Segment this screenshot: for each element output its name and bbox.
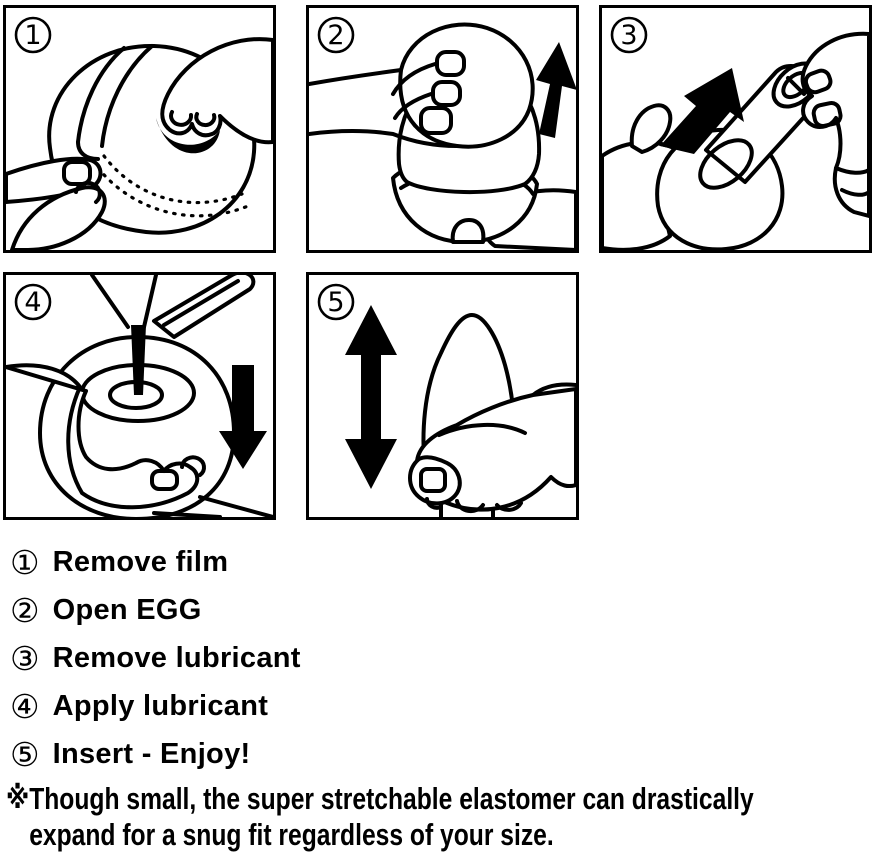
remove-film-illustration: 1: [6, 16, 273, 250]
gripping-fist: [309, 22, 535, 149]
lubricant-stream: [131, 325, 146, 395]
step-label: Open EGG: [52, 593, 202, 626]
step-number-badge: 3: [610, 16, 648, 54]
step-number-badge: 2: [317, 16, 355, 54]
film-opening: [156, 118, 220, 154]
holding-hand: [602, 103, 676, 250]
arrow-down-icon: [219, 365, 267, 469]
footnote-line-1: Though small, the super stretchable elas…: [29, 781, 754, 816]
footnote-text: Though small, the super stretchable elas…: [29, 781, 754, 852]
panel-step-2: 2: [306, 5, 579, 253]
step-item-4: ④ Apply lubricant: [10, 682, 301, 730]
step-item-1: ① Remove film: [10, 538, 301, 586]
circled-number: ③: [10, 638, 40, 678]
holding-hand: [6, 363, 273, 517]
step-number-badge: 1: [14, 16, 52, 54]
step-item-5: ⑤ Insert - Enjoy!: [10, 730, 301, 778]
step-label: Remove film: [52, 545, 229, 578]
upper-hand: [160, 37, 273, 145]
svg-text:1: 1: [24, 20, 41, 51]
svg-text:2: 2: [327, 20, 344, 51]
panel-step-3: 3: [599, 5, 872, 253]
step-number-badge: 5: [317, 283, 355, 321]
step-item-3: ③ Remove lubricant: [10, 634, 301, 682]
remove-lubricant-illustration: 3: [602, 16, 869, 250]
panel-step-5: 5: [306, 272, 579, 520]
pulling-hand: [800, 31, 869, 218]
apply-lubricant-illustration: 4: [6, 275, 273, 517]
circled-number: ②: [10, 590, 40, 630]
step-label: Remove lubricant: [52, 641, 301, 674]
reference-mark: ※: [6, 781, 30, 816]
arrow-up-icon: [536, 42, 576, 138]
gripping-hand: [408, 382, 576, 514]
footnote-line-2: expand for a snug fit regardless of your…: [29, 817, 554, 852]
step-label: Apply lubricant: [52, 689, 269, 722]
perforation-dots: [102, 154, 244, 205]
svg-text:4: 4: [24, 287, 41, 318]
circled-number: ④: [10, 686, 40, 726]
step-number-badge: 4: [14, 283, 52, 321]
step-label: Insert - Enjoy!: [52, 737, 251, 770]
insert-enjoy-illustration: 5: [317, 283, 576, 517]
step-item-2: ② Open EGG: [10, 586, 301, 634]
svg-text:5: 5: [327, 287, 344, 318]
svg-text:3: 3: [620, 20, 637, 51]
arrow-up-right-icon: [660, 68, 744, 154]
footnote: ※ Though small, the super stretchable el…: [6, 781, 865, 852]
lubricant-sachet: [90, 275, 256, 339]
steps-list: ① Remove film ② Open EGG ③ Remove lubric…: [10, 538, 301, 778]
egg-opening: [698, 138, 754, 190]
circled-number: ⑤: [10, 734, 40, 774]
circled-number: ①: [10, 542, 40, 582]
pinching-fingers: [6, 156, 107, 250]
panel-step-1: 1: [3, 5, 276, 253]
panel-step-4: 4: [3, 272, 276, 520]
arrow-up-down-icon: [345, 305, 397, 489]
open-egg-illustration: 2: [309, 16, 576, 250]
